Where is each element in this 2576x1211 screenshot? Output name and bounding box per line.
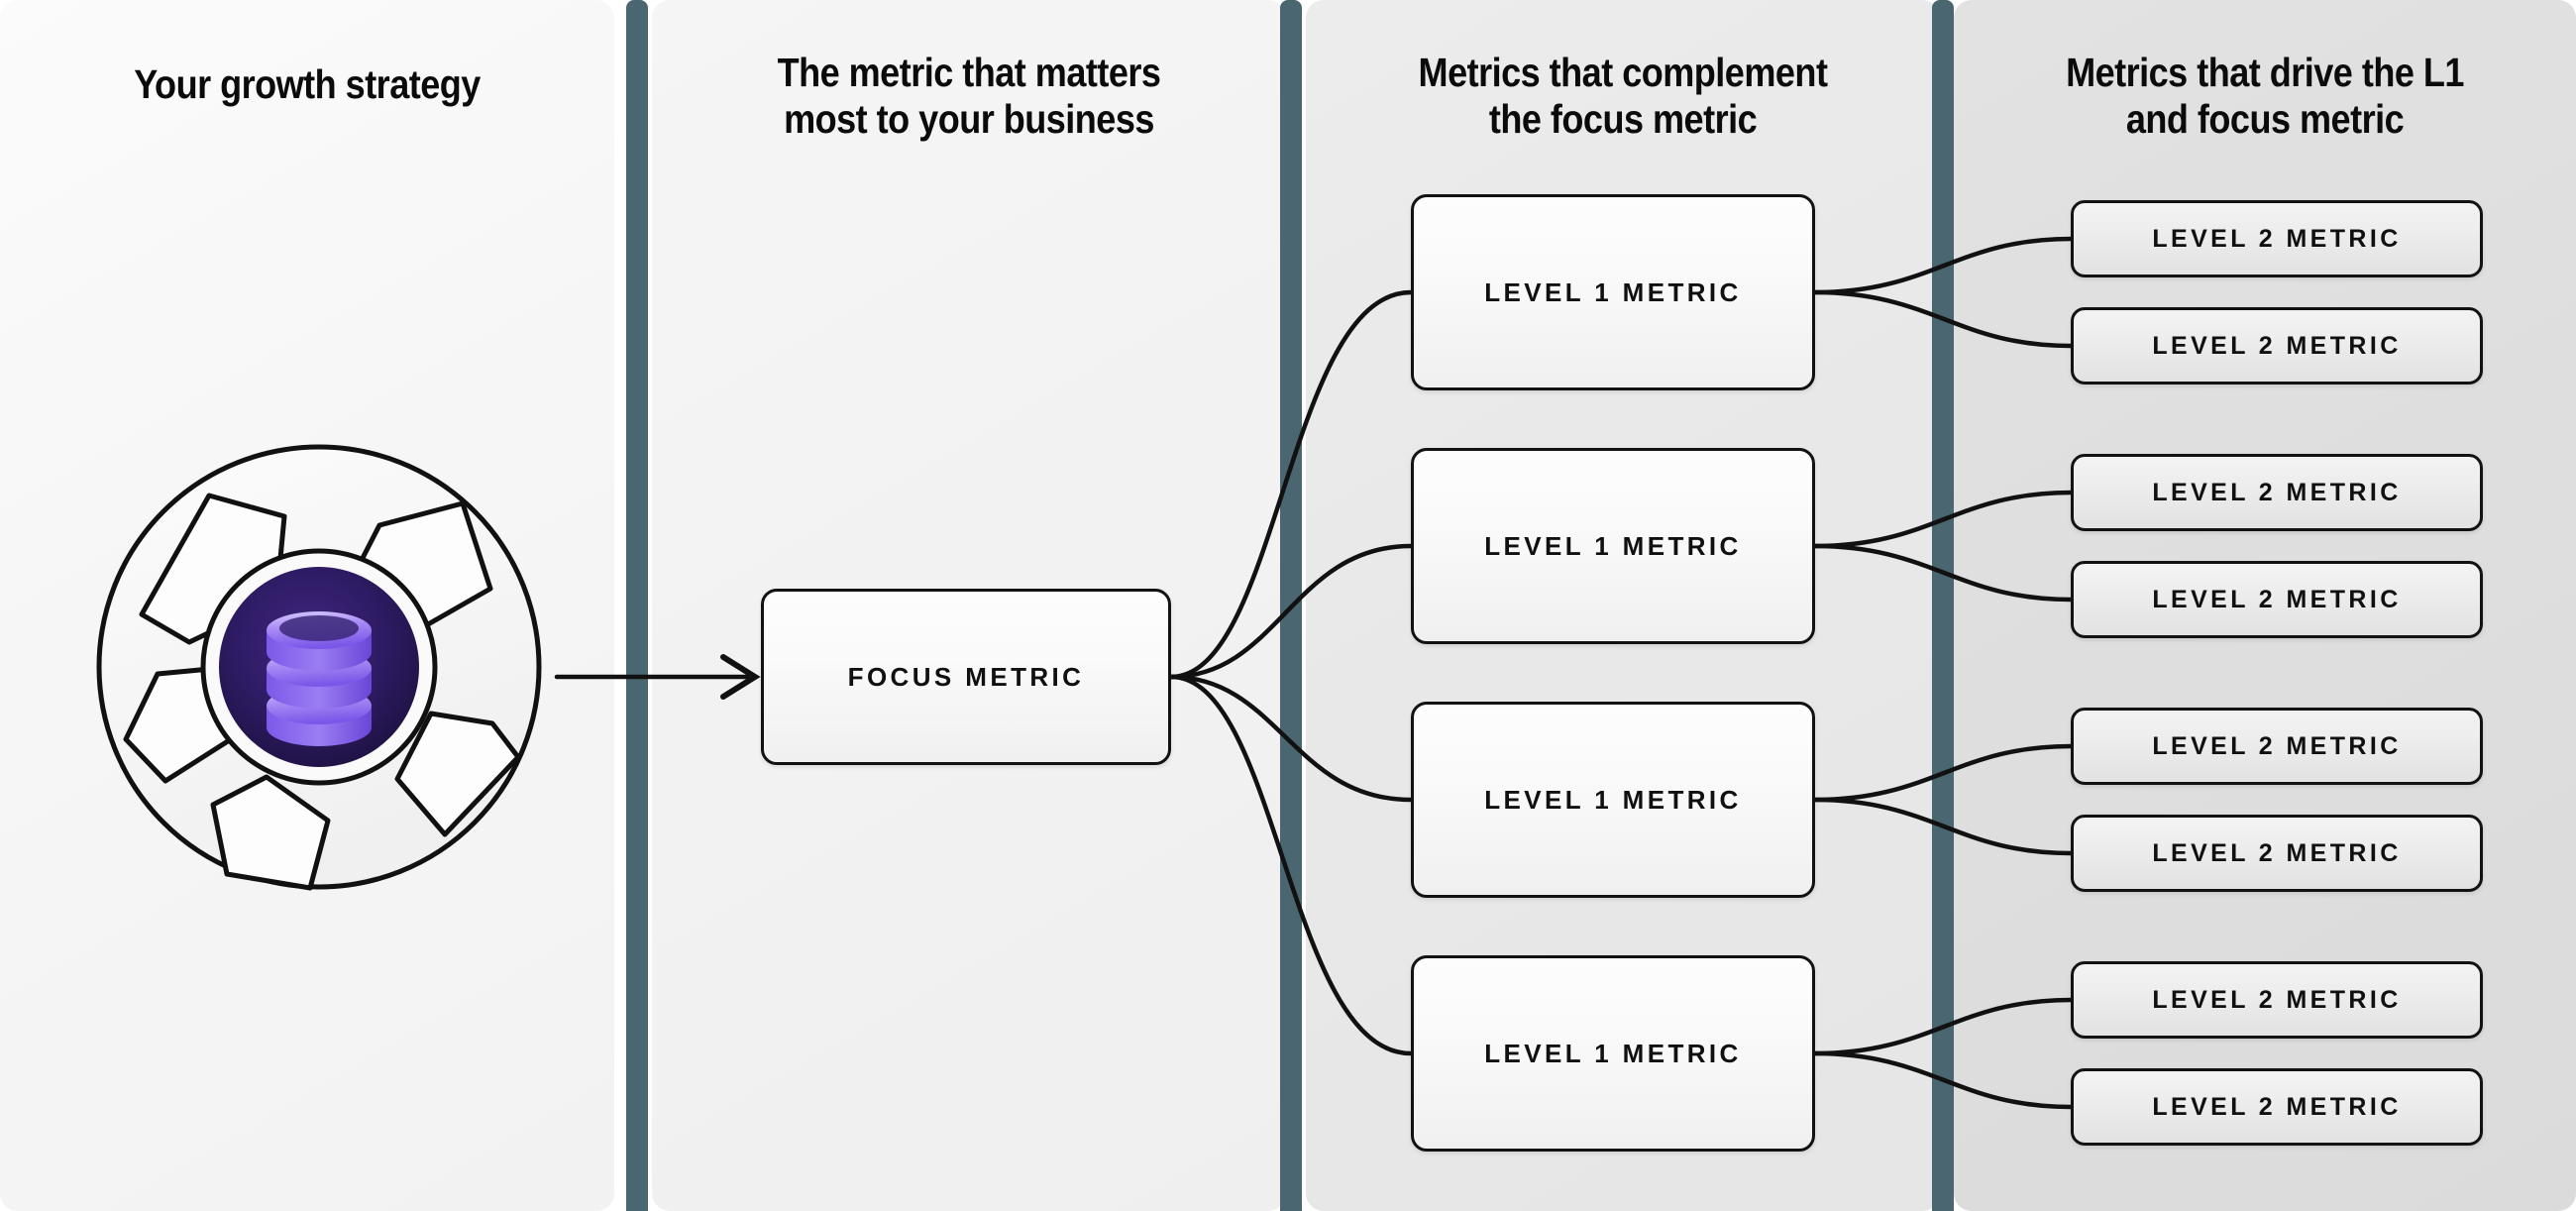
level2-metric-node[interactable]: LEVEL 2 METRIC <box>2071 815 2483 892</box>
level2-metric-node[interactable]: LEVEL 2 METRIC <box>2071 708 2483 785</box>
column-divider-3 <box>1932 0 1954 1211</box>
column-heading-focus: The metric that matters most to your bus… <box>777 50 1161 143</box>
level2-metric-node[interactable]: LEVEL 2 METRIC <box>2071 200 2483 277</box>
level1-metric-node[interactable]: LEVEL 1 METRIC <box>1411 448 1815 644</box>
level1-metric-node[interactable]: LEVEL 1 METRIC <box>1411 194 1815 390</box>
level1-metric-node[interactable]: LEVEL 1 METRIC <box>1411 955 1815 1152</box>
column-divider-2 <box>1280 0 1302 1211</box>
growth-strategy-emblem <box>82 430 556 904</box>
level1-metric-node[interactable]: LEVEL 1 METRIC <box>1411 702 1815 898</box>
level2-metric-node[interactable]: LEVEL 2 METRIC <box>2071 561 2483 638</box>
level2-metric-node[interactable]: LEVEL 2 METRIC <box>2071 307 2483 385</box>
column-divider-1 <box>626 0 648 1211</box>
column-heading-level2: Metrics that drive the L1 and focus metr… <box>2066 50 2464 143</box>
column-heading-strategy: Your growth strategy <box>134 61 481 107</box>
level2-metric-node[interactable]: LEVEL 2 METRIC <box>2071 454 2483 531</box>
database-stack-icon <box>267 611 372 746</box>
level2-metric-node[interactable]: LEVEL 2 METRIC <box>2071 1068 2483 1146</box>
level2-metric-node[interactable]: LEVEL 2 METRIC <box>2071 961 2483 1039</box>
emblem-svg <box>96 444 542 891</box>
column-heading-level1: Metrics that complement the focus metric <box>1418 50 1828 143</box>
focus-metric-node[interactable]: FOCUS METRIC <box>761 589 1171 765</box>
